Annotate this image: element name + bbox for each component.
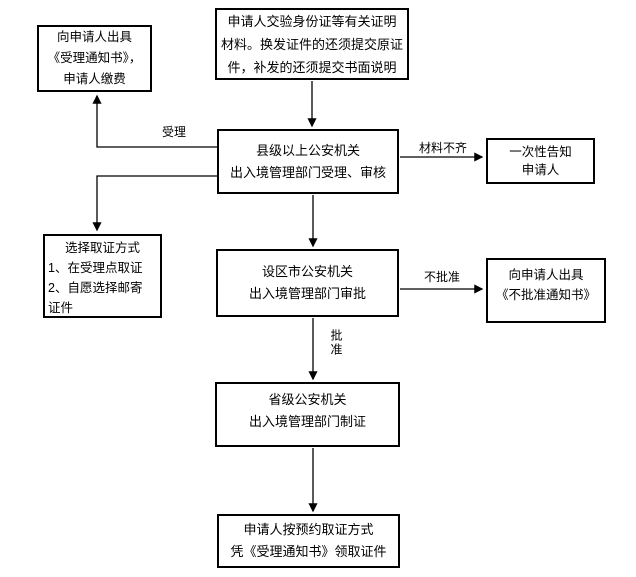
- node-province-production: 省级公安机关 出入境管理部门制证: [215, 382, 400, 447]
- node-text-line: 向申请人出具: [508, 268, 584, 282]
- node-text-line: 一次性告知: [509, 145, 572, 159]
- node-text-line: 《不批准通知书》: [495, 288, 596, 302]
- node-text-line: 凭《受理通知书》领取证件: [230, 544, 387, 559]
- node-collect-certificate: 申请人按预约取证方式 凭《受理通知书》领取证件: [217, 514, 400, 568]
- node-text-line: 件，补发的还须提交书面说明: [227, 59, 397, 75]
- node-submit-materials: 申请人交验身份证等有关证明 材料。换发证件的还须提交原证 件，补发的还须提交书面…: [215, 8, 409, 80]
- node-text-line: 出入境管理部门审批: [248, 286, 366, 301]
- node-city-approval: 设区市公安机关 出入境管理部门审批: [216, 249, 399, 317]
- node-text-line: 向申请人出具: [56, 30, 132, 44]
- edge-label-materials-incomplete: 材料不齐: [419, 139, 468, 156]
- node-text-line: 选择取证方式: [64, 241, 140, 255]
- node-text-line: 省级公安机关: [268, 392, 347, 407]
- node-text-line: 申请人交验身份证等有关证明: [227, 13, 397, 29]
- node-choose-delivery: 选择取证方式 1、在受理点取证 2、自愿选择邮寄 证件: [43, 234, 162, 318]
- node-text-line: 材料。换发证件的还须提交原证: [220, 36, 403, 52]
- node-text-line: 设区市公安机关: [261, 264, 353, 279]
- node-text-line: 申请人按预约取证方式: [243, 522, 374, 537]
- node-text-line: 县级以上公安机关: [255, 142, 360, 158]
- node-text-line: 申请人: [521, 163, 560, 177]
- edge-label-approved: 批准: [328, 329, 345, 357]
- node-text-line: 《受理通知书》，: [47, 51, 142, 65]
- edge-label-accepted: 受理: [162, 123, 187, 140]
- node-text-line: 1、在受理点取证: [48, 261, 143, 275]
- edge-label-not-approved: 不批准: [424, 268, 461, 285]
- node-one-time-notify: 一次性告知 申请人: [486, 138, 595, 184]
- node-issue-acceptance-notice: 向申请人出具 《受理通知书》， 申请人缴费: [37, 25, 152, 92]
- node-county-acceptance: 县级以上公安机关 出入境管理部门受理、审核: [217, 129, 399, 194]
- arrow-county-to-issue-notice: [92, 94, 217, 148]
- arrow-county-to-choose-delivery: [92, 175, 217, 232]
- node-text-line: 申请人缴费: [63, 72, 126, 86]
- node-text-line: 出入境管理部门制证: [248, 414, 366, 429]
- node-text-line: 证件: [48, 301, 74, 315]
- node-text-line: 出入境管理部门受理、审核: [229, 164, 386, 180]
- node-not-approved-notice: 向申请人出具 《不批准通知书》: [486, 258, 606, 323]
- node-text-line: 2、自愿选择邮寄: [48, 281, 143, 295]
